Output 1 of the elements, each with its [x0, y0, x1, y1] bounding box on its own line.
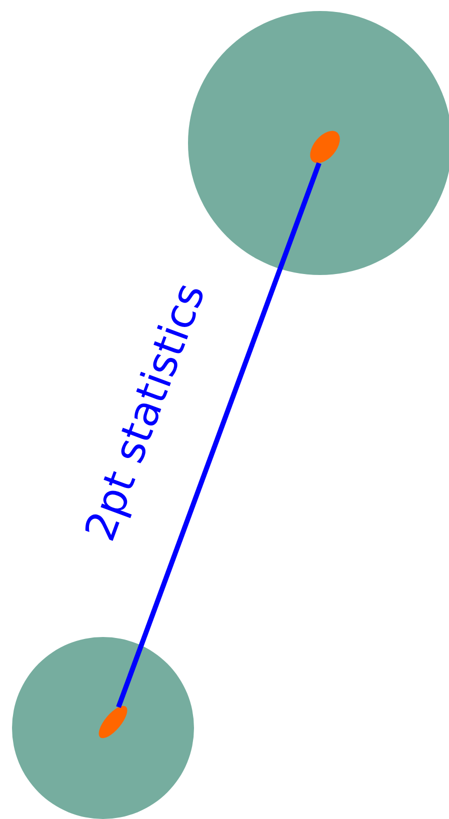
line [116, 162, 322, 708]
